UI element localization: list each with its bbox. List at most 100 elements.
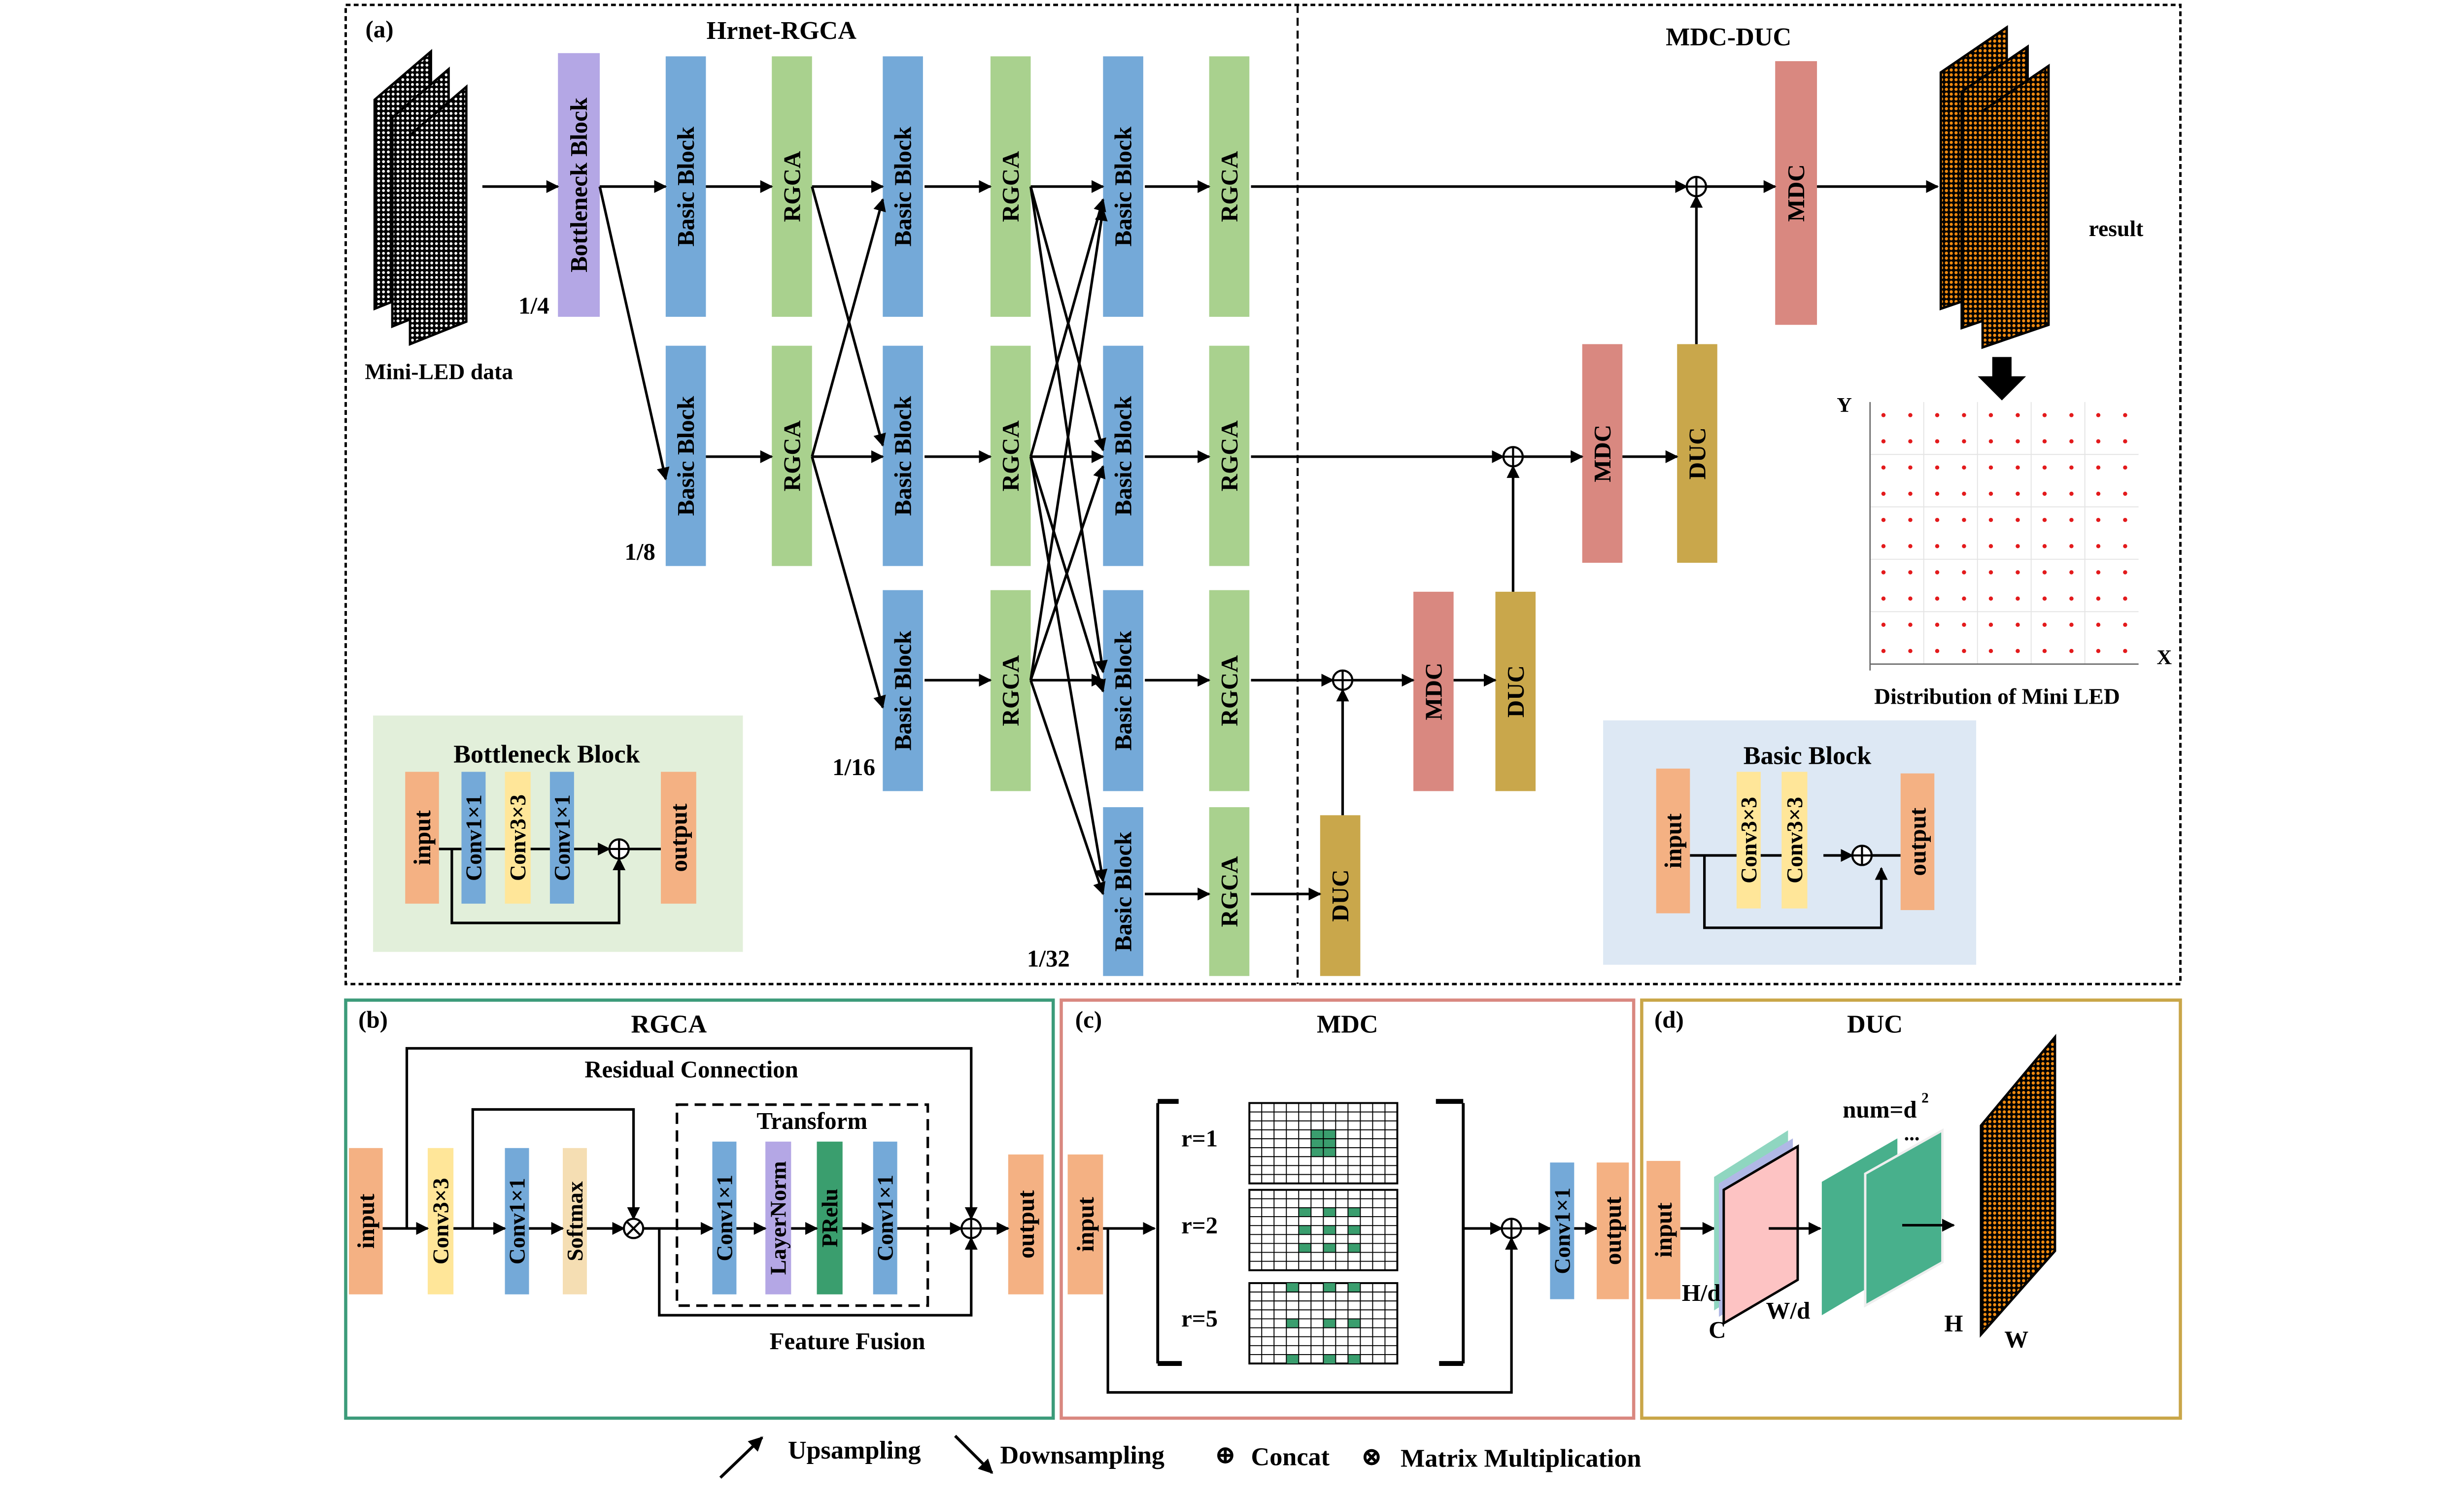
- led-point: [2069, 517, 2074, 522]
- basic-block-shape: [665, 345, 706, 566]
- led-point: [2042, 570, 2047, 575]
- led-point: [1935, 465, 1940, 470]
- basic-block: Basic Block: [1103, 590, 1143, 791]
- led-point: [2096, 491, 2101, 496]
- panel-b-frame: [344, 998, 1055, 1420]
- led-point: [1988, 544, 1993, 548]
- led-point: [2042, 491, 2047, 496]
- skip-connection: [1703, 855, 1888, 929]
- transform-layernorm-label: LayerNorm: [766, 1161, 791, 1275]
- led-point: [1908, 596, 1913, 601]
- mini-led-data-caption: Mini-LED data: [365, 359, 513, 384]
- upsampling-arrow: [811, 198, 886, 457]
- inset-output-shape: [661, 772, 696, 904]
- led-point: [2042, 465, 2047, 470]
- rgca-block: RGCA: [1209, 807, 1250, 976]
- led-point: [2016, 544, 2020, 548]
- basic-block: Basic Block: [1103, 345, 1143, 566]
- rgca-input-label: input: [352, 1193, 379, 1249]
- led-point: [1962, 413, 1966, 417]
- led-point: [1881, 648, 1886, 653]
- feature-fusion-connection: [658, 1228, 978, 1317]
- led-point: [1962, 596, 1966, 601]
- duc-block-shape: [1495, 591, 1536, 791]
- led-point: [2096, 622, 2101, 627]
- rgca-block-label: RGCA: [997, 151, 1024, 222]
- inset-conv3x3-label: Conv3×3: [505, 794, 530, 881]
- basic-block-shape: [883, 590, 923, 791]
- led-point: [2016, 439, 2020, 443]
- basic-block-label: Basic Block: [1110, 126, 1137, 246]
- kernel-cell: [1348, 1283, 1361, 1293]
- led-point: [2096, 517, 2101, 522]
- led-point: [2042, 517, 2047, 522]
- transform-layernorm: LayerNorm: [765, 1141, 791, 1294]
- inset-conv3x3-label: Conv3×3: [1782, 797, 1807, 884]
- result-caption: result: [2089, 216, 2144, 241]
- rgca-block-shape: [1209, 345, 1250, 566]
- mdc-block: MDC: [1413, 591, 1454, 791]
- upsampling-arrow: [1029, 465, 1106, 681]
- led-point: [2016, 465, 2020, 470]
- led-point: [1881, 570, 1886, 575]
- inset-conv3x3-shape: [1781, 772, 1808, 909]
- led-point: [1988, 491, 1993, 496]
- led-point: [2123, 570, 2127, 575]
- led-point: [2096, 544, 2101, 548]
- led-point: [2069, 648, 2074, 653]
- kernel-cell: [1323, 1129, 1336, 1139]
- inset-conv3x3-label: Conv3×3: [1736, 797, 1761, 884]
- rgca-block-label: RGCA: [778, 420, 805, 491]
- basic-block-label: Basic Block: [1110, 831, 1137, 952]
- inset-output: output: [661, 772, 696, 904]
- led-point: [2123, 439, 2127, 443]
- led-point: [1988, 648, 1993, 653]
- inset-input: input: [1656, 768, 1690, 914]
- basic-block: Basic Block: [883, 56, 923, 317]
- transform-conv1x1-shape: [873, 1141, 897, 1294]
- led-point: [1988, 596, 1993, 601]
- mdc-block-shape: [1582, 344, 1623, 563]
- inset-conv3x3: Conv3×3: [1781, 772, 1808, 909]
- kernel-cell: [1299, 1225, 1311, 1235]
- transform-conv1x1-label: Conv1×1: [873, 1175, 898, 1261]
- rgca-block-label: RGCA: [1216, 420, 1243, 491]
- basic-block: Basic Block: [665, 345, 706, 566]
- downsampling-arrow: [1029, 456, 1108, 883]
- led-point: [1908, 491, 1913, 496]
- led-point: [2069, 413, 2074, 417]
- led-point: [2123, 596, 2127, 601]
- panel-b-label: (b): [358, 1006, 388, 1033]
- bottleneck-block-shape: [558, 53, 600, 317]
- led-point: [2016, 491, 2020, 496]
- transform-title: Transform: [756, 1107, 867, 1134]
- inset-conv1x1: Conv1×1: [549, 772, 575, 904]
- led-point: [2042, 413, 2047, 417]
- feature-fusion-label: Feature Fusion: [770, 1327, 925, 1355]
- rgca-block-shape: [1209, 56, 1250, 317]
- hrnet-rgca-title: Hrnet-RGCA: [707, 16, 857, 45]
- inset-output-label: output: [665, 803, 692, 872]
- panel-b-title: RGCA: [631, 1010, 707, 1039]
- downsampling-arrow: [1029, 680, 1106, 895]
- basic-block-shape: [883, 345, 923, 566]
- led-point: [1962, 622, 1966, 627]
- led-point: [2042, 622, 2047, 627]
- led-point: [2016, 413, 2020, 417]
- panel-c-frame: [1060, 998, 1636, 1420]
- mdc-block-label: MDC: [1420, 663, 1447, 720]
- duc-block: DUC: [1495, 591, 1536, 791]
- num-superscript: 2: [1921, 1090, 1929, 1106]
- panel-c-label: (c): [1075, 1006, 1102, 1033]
- led-point: [2123, 648, 2127, 653]
- matmul-legend-label: Matrix Multiplication: [1401, 1444, 1641, 1473]
- duc-output-image: [1980, 1033, 2056, 1338]
- rgca-block-label: RGCA: [997, 655, 1024, 726]
- panel-d-frame: [1640, 998, 2182, 1420]
- led-point: [1908, 622, 1913, 627]
- basic-block-label: Basic Block: [1110, 396, 1137, 516]
- led-point: [2096, 439, 2101, 443]
- inset-input-label: input: [409, 810, 436, 865]
- led-point: [2123, 491, 2127, 496]
- duc-block-shape: [1677, 344, 1717, 563]
